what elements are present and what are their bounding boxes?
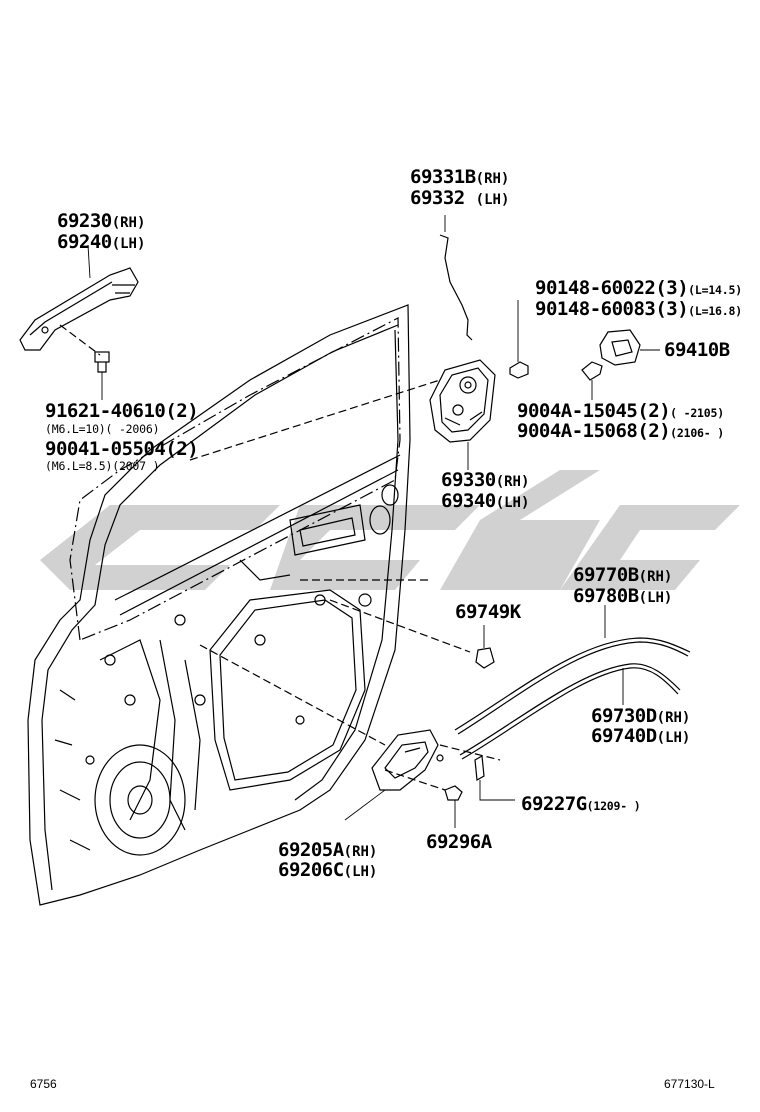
callout-inner-handle-lh: 69206C(LH) bbox=[278, 859, 378, 881]
outer-door-handle bbox=[19, 244, 139, 351]
lock-screw bbox=[509, 300, 529, 379]
footer-figure-code: 677130-L bbox=[664, 1077, 715, 1091]
footer-page-number: 6756 bbox=[30, 1077, 57, 1091]
lock-rod bbox=[439, 234, 473, 341]
callout-inner-screw: 69296A bbox=[426, 831, 492, 853]
callout-cable-open-rh: 69770B(RH) bbox=[573, 564, 673, 586]
watermark-logo bbox=[40, 470, 740, 590]
callout-cable-lock-lh: 69740D(LH) bbox=[591, 725, 691, 747]
callout-rod-lh: 69332 (LH) bbox=[410, 187, 510, 209]
callout-bolt-b-spec: (M6.L=8.5)(2007 ) bbox=[45, 459, 160, 473]
callout-screw-d: 9004A-15068(2)(2106- ) bbox=[517, 420, 724, 442]
callout-outer-handle-lh: 69240(LH) bbox=[57, 231, 146, 253]
cable-clamp bbox=[475, 625, 495, 669]
striker-screw bbox=[581, 361, 603, 400]
handle-bolt bbox=[94, 351, 110, 400]
door-lock-assembly bbox=[429, 359, 496, 470]
inner-door-handle bbox=[344, 729, 439, 821]
callout-lock-rh: 69330(RH) bbox=[441, 469, 530, 491]
door-panel bbox=[27, 304, 411, 906]
callout-striker: 69410B bbox=[664, 339, 730, 361]
callout-bezel: 69227G(1209- ) bbox=[521, 793, 641, 815]
callout-screw-c: 9004A-15045(2)( -2105) bbox=[517, 400, 724, 422]
callout-bolt-a: 91621-40610(2) bbox=[45, 400, 199, 422]
door-striker bbox=[599, 329, 660, 366]
door-cables bbox=[454, 605, 691, 760]
callout-screw-b: 90148-60083(3)(L=16.8) bbox=[535, 298, 742, 320]
callout-cable-open-lh: 69780B(LH) bbox=[573, 585, 673, 607]
inner-handle-screw bbox=[444, 785, 463, 828]
callout-cable-lock-rh: 69730D(RH) bbox=[591, 705, 691, 727]
callout-rod-rh: 69331B(RH) bbox=[410, 166, 510, 188]
callout-outer-handle-rh: 69230(RH) bbox=[57, 210, 146, 232]
leader-lines bbox=[59, 324, 501, 791]
callout-clamp: 69749K bbox=[455, 601, 521, 623]
callout-lock-lh: 69340(LH) bbox=[441, 490, 530, 512]
callout-inner-handle-rh: 69205A(RH) bbox=[278, 839, 378, 861]
callout-bolt-a-spec: (M6.L=10)( -2006) bbox=[45, 422, 160, 436]
window-frame-dashed bbox=[69, 317, 401, 641]
handle-bezel bbox=[436, 754, 515, 801]
callout-screw-a: 90148-60022(3)(L=14.5) bbox=[535, 277, 742, 299]
callout-bolt-b: 90041-05504(2) bbox=[45, 438, 199, 460]
